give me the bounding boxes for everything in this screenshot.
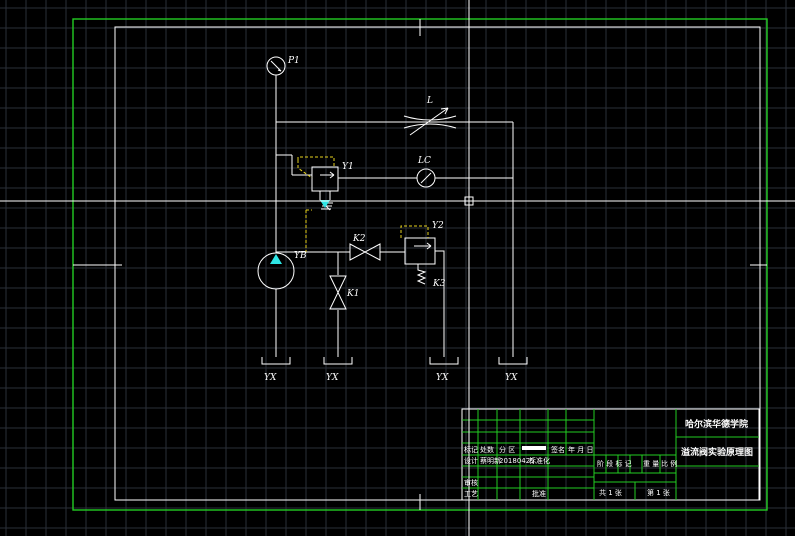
label-tank-1: YX (264, 373, 277, 383)
hydraulic-circuit (257, 56, 528, 365)
label-tank-2: YX (326, 373, 339, 383)
label-y2: Y2 (432, 221, 444, 231)
tb-design: 设计 (464, 456, 478, 465)
tb-designer: 蔡明新 (480, 456, 501, 465)
valve-flow-arrow (320, 200, 330, 208)
tank-symbol-2 (323, 357, 353, 365)
tb-sheets-total: 共 1 张 (599, 488, 622, 497)
label-k1: K1 (346, 289, 359, 299)
tb-school: 哈尔滨华德学院 (685, 418, 748, 430)
label-y1: Y1 (342, 162, 354, 172)
tb-approve: 批准 (532, 489, 546, 498)
label-tank-4: YX (505, 373, 518, 383)
tb-sheet-no: 第 1 张 (647, 488, 670, 497)
tb-design-date: 20180425 (499, 457, 535, 465)
label-tank-3: YX (436, 373, 449, 383)
pump-yb (257, 252, 295, 290)
tb-sign: 签名 (551, 445, 565, 454)
label-l: L (426, 96, 433, 106)
signature-stroke (522, 446, 546, 450)
tb-review: 审核 (464, 478, 478, 487)
tb-scale: 比 例 (661, 459, 677, 468)
stop-valve-k1 (329, 275, 347, 310)
tank-symbol-3 (429, 357, 459, 365)
pilot-lines (297, 156, 429, 252)
label-k2: K2 (352, 234, 366, 244)
tb-standardize: 标准化 (529, 456, 550, 465)
tb-stage-mark: 阶 段 标 记 (597, 459, 632, 468)
throttle-valve-l (403, 107, 457, 136)
tb-date: 年 月 日 (568, 445, 593, 454)
tb-drawing-title: 溢流阀实验原理图 (681, 446, 753, 458)
label-lc: LC (417, 156, 431, 166)
title-block: 标记 处数 分 区 签名 年 月 日 设计 蔡明新 20180425 标准化 阶… (461, 408, 760, 501)
relief-valve-y2 (404, 237, 436, 265)
pump-direction-arrow (270, 254, 282, 264)
inner-border-frame (114, 26, 761, 501)
relief-valve-y1 (311, 166, 339, 192)
centering-marks (73, 19, 767, 510)
tb-zone: 分 区 (499, 445, 515, 454)
tb-mark: 标记 (464, 445, 478, 454)
valve-spring-k3 (416, 264, 427, 285)
flow-gauge-lc (416, 168, 436, 188)
label-p1: P1 (287, 56, 300, 66)
tank-symbol-4 (498, 357, 528, 365)
label-k3: K3 (432, 279, 446, 289)
tb-count: 处数 (480, 445, 494, 454)
tb-process: 工艺 (464, 490, 478, 498)
tb-weight: 重 量 (643, 460, 659, 468)
label-yb: YB (294, 251, 307, 261)
stop-valve-k2 (349, 243, 381, 261)
tank-symbol-1 (261, 357, 291, 365)
